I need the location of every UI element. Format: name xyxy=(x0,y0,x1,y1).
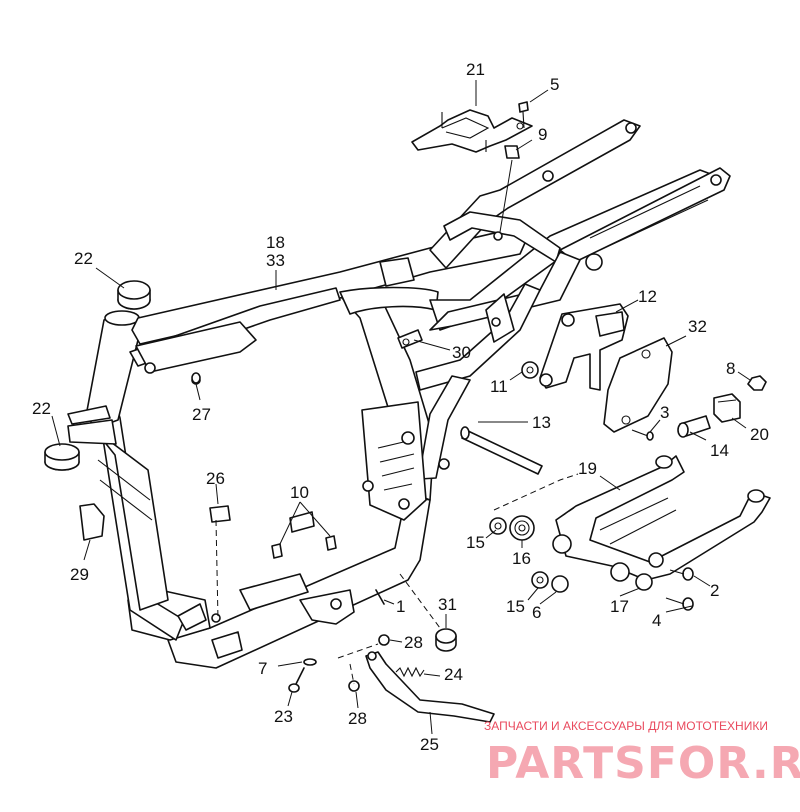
part-21-bracket xyxy=(411,109,533,153)
part-12-bracket xyxy=(539,303,629,391)
part-23-bolt xyxy=(288,667,305,693)
callout-24: 24 xyxy=(444,665,463,684)
callout-5: 5 xyxy=(550,75,559,94)
callout-32: 32 xyxy=(688,317,707,336)
part-22-bottom-cup xyxy=(44,443,80,471)
part-32-plate xyxy=(603,337,673,433)
callout-33: 33 xyxy=(266,251,285,270)
callout-15-lower: 15 xyxy=(506,597,525,616)
callout-16: 16 xyxy=(512,549,531,568)
callout-22-top: 22 xyxy=(74,249,93,268)
callout-28-lower: 28 xyxy=(348,709,367,728)
callout-22-bottom: 22 xyxy=(32,399,51,418)
part-6-bushing xyxy=(551,575,569,593)
callout-30: 30 xyxy=(452,343,471,362)
part-24-spring xyxy=(395,666,425,678)
callout-numbers: 21 5 9 18 33 22 12 32 30 11 8 22 27 3 14… xyxy=(32,60,769,754)
callout-14: 14 xyxy=(710,441,729,460)
callout-25: 25 xyxy=(420,735,439,754)
callout-28-upper: 28 xyxy=(404,633,423,652)
callout-31: 31 xyxy=(438,595,457,614)
part-4-bolt xyxy=(665,597,694,611)
callout-19: 19 xyxy=(578,459,597,478)
callout-4: 4 xyxy=(652,611,661,630)
callout-20: 20 xyxy=(750,425,769,444)
callout-8: 8 xyxy=(726,359,735,378)
part-5-screw xyxy=(518,101,529,129)
watermark-tagline: ЗАПЧАСТИ И АКСЕССУАРЫ ДЛЯ МОТОТЕХНИКИ xyxy=(484,719,768,733)
callout-23: 23 xyxy=(274,707,293,726)
callout-2: 2 xyxy=(710,581,719,600)
watermark: ЗАПЧАСТИ И АКСЕССУАРЫ ДЛЯ МОТОТЕХНИКИ PA… xyxy=(484,719,800,789)
callout-11: 11 xyxy=(490,377,508,396)
part-10-clips xyxy=(271,535,337,559)
part-30-fitting xyxy=(397,329,423,349)
callout-13: 13 xyxy=(532,413,551,432)
callout-1: 1 xyxy=(396,597,405,616)
part-15-washers xyxy=(489,517,549,589)
callout-7: 7 xyxy=(258,659,267,678)
callout-18: 18 xyxy=(266,233,285,252)
part-29-bracket xyxy=(79,503,105,541)
watermark-logo: PARTSFOR.RU xyxy=(486,738,800,789)
part-26-pad xyxy=(209,505,231,523)
part-1-pin xyxy=(375,589,385,605)
part-22-top-cup xyxy=(117,280,151,310)
callout-21: 21 xyxy=(466,60,485,79)
part-14-spacer xyxy=(677,415,711,438)
callout-10: 10 xyxy=(290,483,309,502)
part-2-bolt xyxy=(669,567,694,581)
callout-15-upper: 15 xyxy=(466,533,485,552)
callout-3: 3 xyxy=(660,403,669,422)
callout-6: 6 xyxy=(532,603,541,622)
callout-29: 29 xyxy=(70,565,89,584)
part-8-nut xyxy=(747,375,767,391)
callout-12: 12 xyxy=(638,287,657,306)
part-9-nut xyxy=(504,145,520,159)
part-20-block xyxy=(713,393,741,423)
callout-27: 27 xyxy=(192,405,211,424)
part-28-bushings xyxy=(348,634,390,692)
part-17-bushing xyxy=(610,562,653,591)
callout-17: 17 xyxy=(610,597,629,616)
part-16-bearing xyxy=(509,515,535,541)
leader-lines xyxy=(51,80,751,735)
part-11-washer xyxy=(521,361,539,379)
part-31-bumper xyxy=(435,628,457,652)
part-25-stand xyxy=(365,651,495,723)
callout-26: 26 xyxy=(206,469,225,488)
part-3-bolt xyxy=(631,429,654,441)
part-7-washer xyxy=(303,658,317,666)
part-13-shaft xyxy=(460,426,543,475)
callout-9: 9 xyxy=(538,125,547,144)
part-27-plug xyxy=(191,372,201,384)
frame-assembly xyxy=(67,119,731,669)
